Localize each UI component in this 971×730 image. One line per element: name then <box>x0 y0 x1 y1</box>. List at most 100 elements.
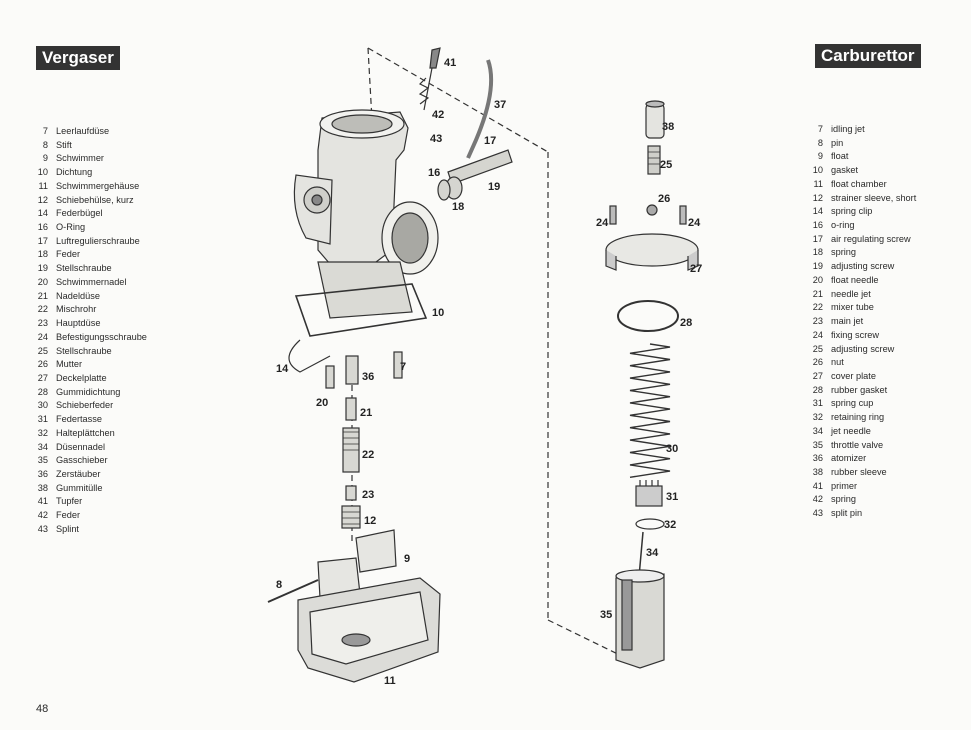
part-name: Dichtung <box>56 167 93 178</box>
air-regulating-screw-part <box>437 149 513 201</box>
part-name: Halteplättchen <box>56 427 115 438</box>
part-number: 14 <box>812 206 823 217</box>
retaining-ring-part <box>635 518 665 530</box>
part-number: 35 <box>812 439 823 450</box>
part-number: 21 <box>37 290 48 301</box>
rubber-sleeve-part <box>645 100 665 139</box>
part-list-item: 32 retaining ring <box>805 411 916 425</box>
part-number: 23 <box>812 316 823 327</box>
part-name: Schwimmernadel <box>56 276 127 287</box>
spring-clip-part <box>288 339 331 373</box>
callout-number: 34 <box>646 547 659 559</box>
nut-part <box>646 204 658 216</box>
part-name: Federtasse <box>56 414 102 425</box>
callout-number: 20 <box>316 397 328 409</box>
part-number: 31 <box>37 414 48 425</box>
cable-tube-part <box>466 59 494 159</box>
part-number: 38 <box>812 466 823 477</box>
part-number: 18 <box>812 247 823 258</box>
part-list-item: 20 Schwimmernadel <box>30 276 147 290</box>
part-name: retaining ring <box>831 412 885 423</box>
part-number: 32 <box>812 412 823 423</box>
part-number: 10 <box>812 165 823 176</box>
part-number: 26 <box>812 357 823 368</box>
part-name: Tupfer <box>56 496 83 507</box>
part-number: 20 <box>37 276 48 287</box>
callout-number: 31 <box>666 491 678 503</box>
part-name: Mischrohr <box>56 304 97 315</box>
callout-number: 24 <box>688 217 701 229</box>
jet-stack-part <box>325 351 403 529</box>
callout-number: 17 <box>484 135 496 147</box>
part-name: Federbügel <box>56 208 103 219</box>
part-list-item: 14 Federbügel <box>30 207 147 221</box>
part-number: 22 <box>812 302 823 313</box>
part-name: gasket <box>831 165 859 176</box>
part-name: cover plate <box>831 370 876 381</box>
callout-number: 18 <box>452 201 464 213</box>
part-name: Hauptdüse <box>56 318 101 329</box>
part-number: 25 <box>37 345 48 356</box>
part-number: 43 <box>812 508 823 519</box>
callout-number: 36 <box>362 371 374 383</box>
part-name: Gasschieber <box>56 455 108 466</box>
part-number: 16 <box>812 220 823 231</box>
primer-part <box>418 47 441 111</box>
part-name: strainer sleeve, short <box>831 192 917 203</box>
part-name: needle jet <box>831 288 871 299</box>
callout-labels: 4142433717161918101436720212223129811382… <box>276 57 702 687</box>
part-number: 18 <box>37 249 48 260</box>
carburettor-body <box>293 109 439 319</box>
part-number: 36 <box>37 468 48 479</box>
gasket-part <box>294 283 428 337</box>
part-number: 8 <box>42 139 48 150</box>
callout-number: 9 <box>404 553 410 565</box>
callout-number: 42 <box>432 109 444 121</box>
part-number: 14 <box>37 208 48 219</box>
callout-number: 21 <box>360 407 372 419</box>
part-number: 41 <box>812 480 823 491</box>
callout-number: 16 <box>428 167 440 179</box>
part-name: float needle <box>831 274 879 285</box>
part-name: Gummidichtung <box>56 386 121 397</box>
part-name: Feder <box>56 249 81 260</box>
callout-number: 43 <box>430 133 442 145</box>
part-number: 34 <box>812 425 823 436</box>
part-number: 42 <box>37 510 48 521</box>
part-number: 24 <box>37 331 48 342</box>
part-number: 11 <box>813 178 823 189</box>
part-number: 9 <box>817 151 823 162</box>
part-name: Zerstäuber <box>56 468 101 479</box>
float-chamber-part <box>297 577 441 683</box>
callout-number: 41 <box>444 57 456 69</box>
callout-number: 14 <box>276 363 289 375</box>
part-number: 38 <box>37 482 48 493</box>
